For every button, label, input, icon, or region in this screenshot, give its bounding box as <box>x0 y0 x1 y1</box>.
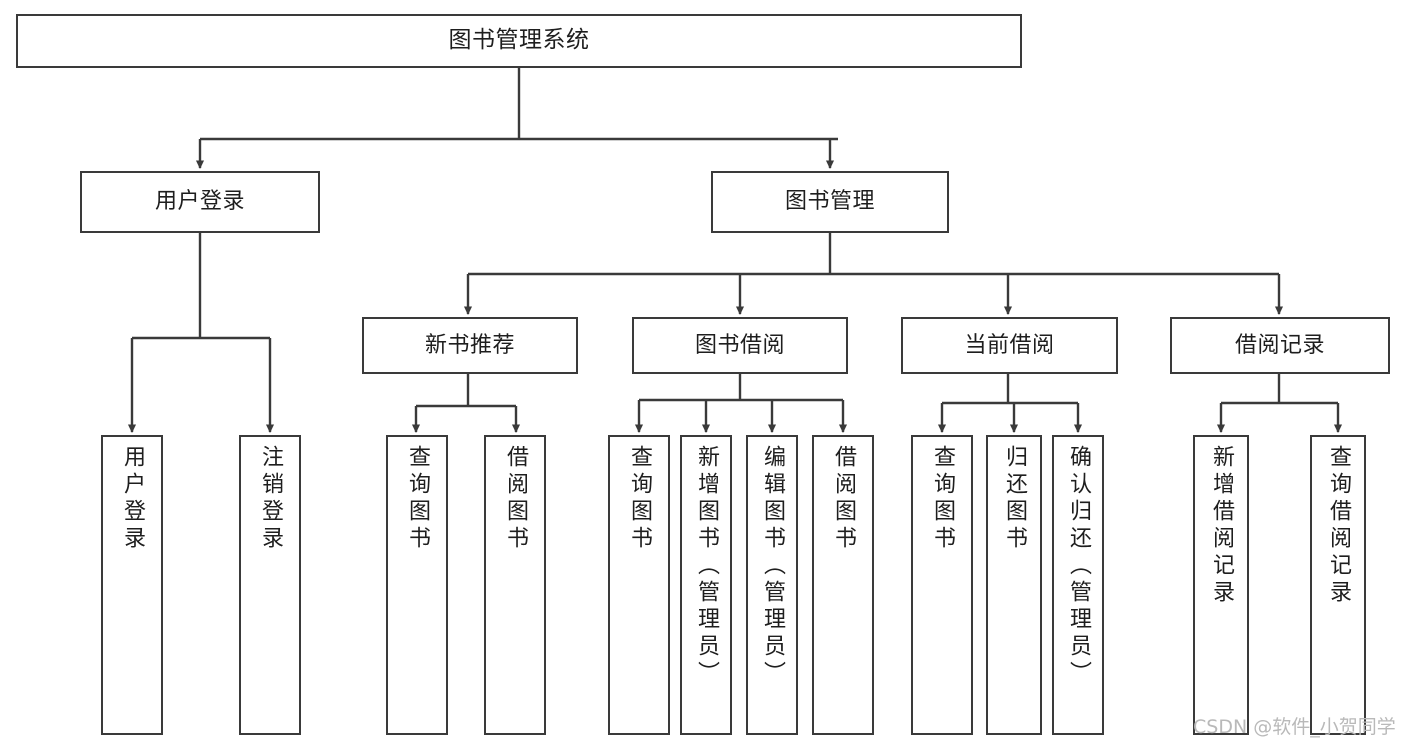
node-label: 确认归还（管理员） <box>1066 445 1091 688</box>
node-label: 查询借阅记录 <box>1326 445 1351 607</box>
node-leaf-borrow-query-book[interactable]: 查询图书 <box>608 435 670 735</box>
node-label: 归还图书 <box>1002 445 1027 553</box>
node-user-login-module[interactable]: 用户登录 <box>80 171 320 233</box>
node-leaf-current-query-book[interactable]: 查询图书 <box>911 435 973 735</box>
node-label: 用户登录 <box>154 189 245 215</box>
node-label: 编辑图书（管理员） <box>760 445 785 688</box>
node-label: 借阅图书 <box>831 445 856 553</box>
csdn-watermark: CSDN @软件_小贺同学 <box>1193 716 1396 738</box>
node-label: 注销登录 <box>258 445 283 553</box>
node-leaf-recommend-borrow-book[interactable]: 借阅图书 <box>484 435 546 735</box>
node-new-book-recommend[interactable]: 新书推荐 <box>362 317 578 374</box>
node-label: 用户登录 <box>120 445 145 553</box>
node-current-borrow[interactable]: 当前借阅 <box>901 317 1118 374</box>
node-label: 借阅记录 <box>1234 332 1325 358</box>
node-leaf-record-add[interactable]: 新增借阅记录 <box>1193 435 1249 735</box>
node-label: 查询图书 <box>930 445 955 553</box>
node-label: 图书借阅 <box>694 332 785 358</box>
node-label: 查询图书 <box>405 445 430 553</box>
node-label: 新书推荐 <box>424 332 515 358</box>
node-label: 图书管理系统 <box>448 27 590 54</box>
node-label: 图书管理 <box>784 189 875 215</box>
node-leaf-borrow-add-book-admin[interactable]: 新增图书（管理员） <box>680 435 732 735</box>
node-leaf-user-login[interactable]: 用户登录 <box>101 435 163 735</box>
node-root-system[interactable]: 图书管理系统 <box>16 14 1022 68</box>
node-leaf-logout[interactable]: 注销登录 <box>239 435 301 735</box>
node-label: 新增图书（管理员） <box>694 445 719 688</box>
node-book-management-module[interactable]: 图书管理 <box>711 171 949 233</box>
node-leaf-record-query[interactable]: 查询借阅记录 <box>1310 435 1366 735</box>
node-leaf-recommend-query-book[interactable]: 查询图书 <box>386 435 448 735</box>
node-label: 查询图书 <box>627 445 652 553</box>
node-label: 当前借阅 <box>964 332 1055 358</box>
node-label: 借阅图书 <box>503 445 528 553</box>
node-leaf-current-confirm-return-admin[interactable]: 确认归还（管理员） <box>1052 435 1104 735</box>
node-label: 新增借阅记录 <box>1209 445 1234 607</box>
node-borrow-record[interactable]: 借阅记录 <box>1170 317 1390 374</box>
node-book-borrow[interactable]: 图书借阅 <box>632 317 848 374</box>
node-leaf-current-return-book[interactable]: 归还图书 <box>986 435 1042 735</box>
node-leaf-borrow-borrow-book[interactable]: 借阅图书 <box>812 435 874 735</box>
node-leaf-borrow-edit-book-admin[interactable]: 编辑图书（管理员） <box>746 435 798 735</box>
